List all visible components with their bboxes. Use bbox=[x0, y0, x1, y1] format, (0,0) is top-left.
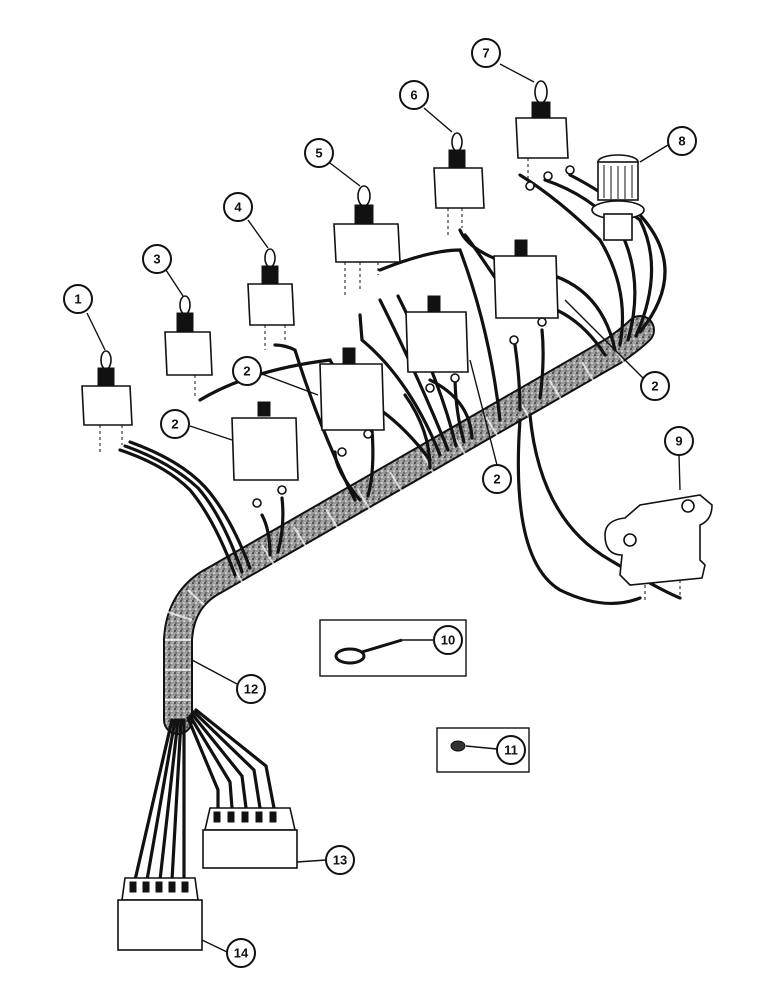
switch-6 bbox=[433, 132, 485, 238]
svg-text:8: 8 bbox=[678, 134, 685, 149]
callout-2b: 2 bbox=[232, 356, 262, 386]
pushbutton-switch-a bbox=[231, 401, 299, 508]
svg-text:1: 1 bbox=[74, 292, 81, 307]
svg-text:11: 11 bbox=[504, 743, 518, 758]
switch-3 bbox=[164, 295, 213, 398]
svg-text:2: 2 bbox=[243, 364, 250, 379]
callout-6: 6 bbox=[399, 80, 429, 110]
svg-text:6: 6 bbox=[410, 88, 417, 103]
switch-7 bbox=[515, 80, 569, 188]
svg-text:2: 2 bbox=[493, 472, 500, 487]
pushbutton-switch-d bbox=[493, 239, 559, 345]
svg-text:14: 14 bbox=[234, 946, 249, 961]
pushbutton-switch-b bbox=[319, 347, 385, 457]
callout-7: 7 bbox=[471, 38, 501, 68]
callout-4: 4 bbox=[223, 192, 253, 222]
callout-10: 10 bbox=[433, 625, 463, 655]
switch-4 bbox=[247, 248, 295, 350]
callout-13: 13 bbox=[325, 845, 355, 875]
indicator-light-8 bbox=[525, 154, 645, 241]
harness-wires bbox=[118, 173, 682, 606]
callout-14: 14 bbox=[226, 938, 256, 968]
svg-text:9: 9 bbox=[675, 434, 682, 449]
connector-13 bbox=[202, 807, 298, 869]
harness-loom bbox=[163, 315, 655, 735]
callout-3: 3 bbox=[142, 244, 172, 274]
connector-14 bbox=[117, 877, 203, 951]
svg-text:13: 13 bbox=[333, 853, 347, 868]
svg-text:12: 12 bbox=[244, 682, 258, 697]
svg-text:2: 2 bbox=[171, 417, 178, 432]
connector-wires bbox=[133, 708, 276, 882]
svg-text:2: 2 bbox=[651, 379, 658, 394]
svg-text:10: 10 bbox=[441, 633, 455, 648]
module-9 bbox=[604, 494, 713, 600]
callout-11: 11 bbox=[496, 735, 526, 765]
callout-9: 9 bbox=[664, 426, 694, 456]
svg-text:7: 7 bbox=[482, 46, 489, 61]
callout-2d: 2 bbox=[640, 371, 670, 401]
callout-2a: 2 bbox=[160, 409, 190, 439]
callout-8: 8 bbox=[667, 126, 697, 156]
pushbutton-switch-c bbox=[405, 295, 469, 393]
svg-text:4: 4 bbox=[234, 200, 242, 215]
callout-2c: 2 bbox=[482, 464, 512, 494]
svg-text:3: 3 bbox=[153, 252, 160, 267]
callout-1: 1 bbox=[63, 284, 93, 314]
leader-lines bbox=[86, 63, 681, 953]
callout-12: 12 bbox=[236, 674, 266, 704]
switch-1 bbox=[81, 350, 133, 455]
callout-5: 5 bbox=[304, 138, 334, 168]
switch-5 bbox=[333, 185, 401, 295]
svg-text:5: 5 bbox=[315, 146, 322, 161]
